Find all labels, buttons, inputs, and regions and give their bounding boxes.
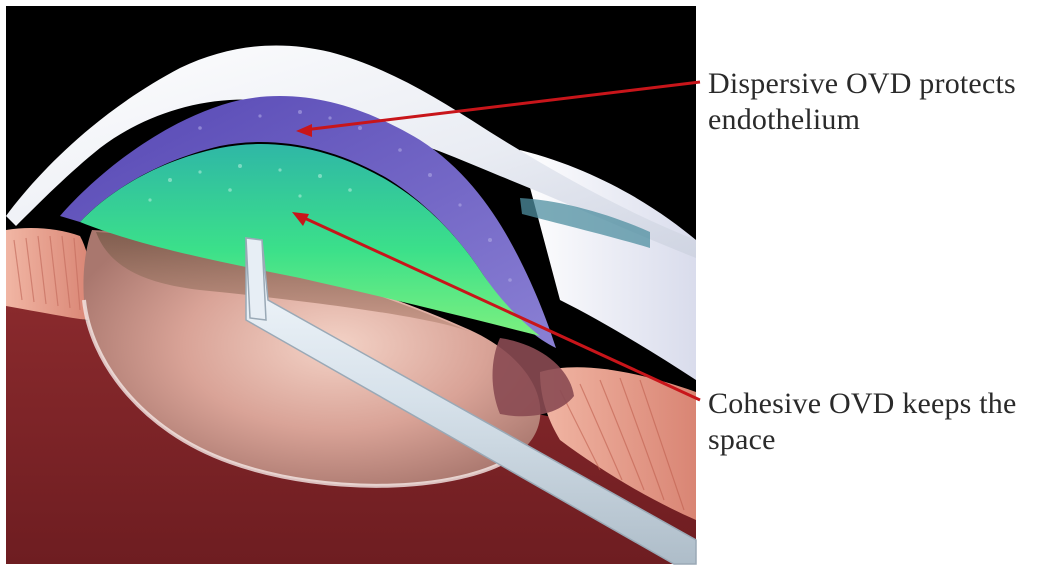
annotation-dispersive-line2: endothelium	[708, 102, 1016, 138]
annotation-cohesive-line1: Cohesive OVD keeps the	[708, 386, 1017, 422]
annotation-dispersive-label: Dispersive OVD protects endothelium	[708, 66, 1016, 138]
annotation-dispersive-line1: Dispersive OVD protects	[708, 66, 1016, 102]
annotation-cohesive-label: Cohesive OVD keeps the space	[708, 386, 1017, 458]
annotation-cohesive-line2: space	[708, 422, 1017, 458]
